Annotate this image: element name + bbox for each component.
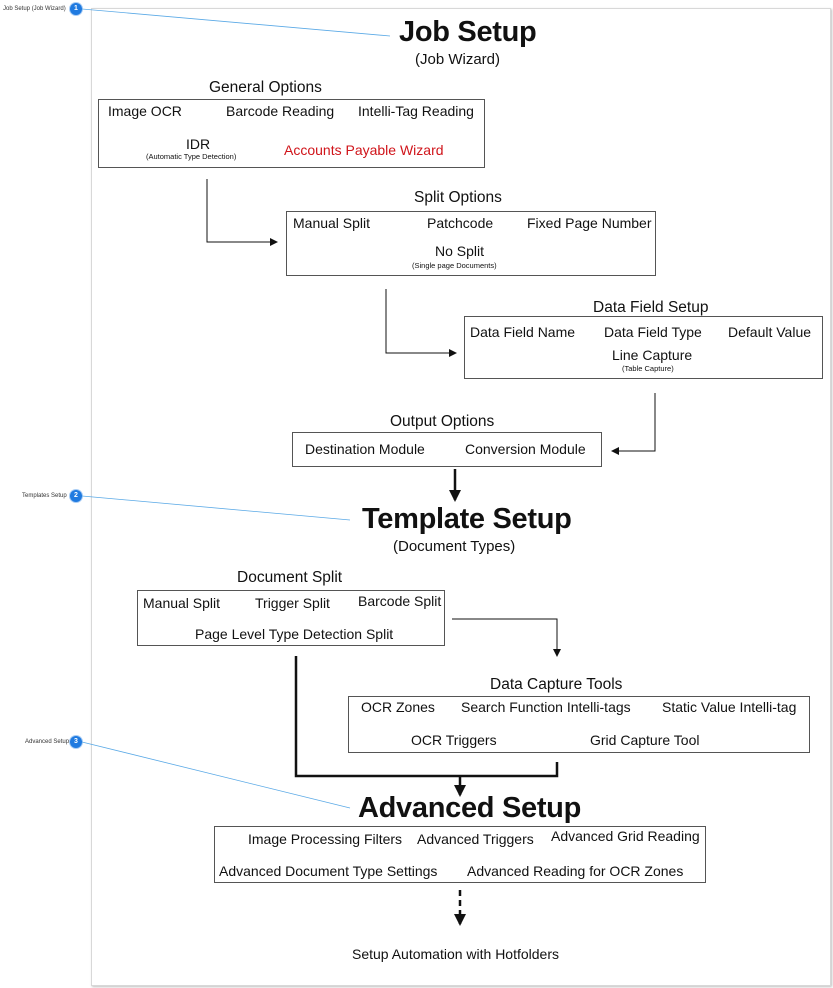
- callout-1-text: Job Setup (Job Wizard): [3, 6, 66, 12]
- datafield-name: Data Field Name: [470, 324, 576, 340]
- template-setup-subtitle: (Document Types): [393, 538, 516, 555]
- document-split-label: Document Split: [237, 569, 343, 586]
- capture-grid-tool: Grid Capture Tool: [590, 732, 700, 748]
- callout-2-text: Templates Setup: [22, 493, 67, 499]
- output-destination-module: Destination Module: [305, 441, 425, 457]
- callout-1-leader: [81, 8, 391, 37]
- capture-ocr-triggers: OCR Triggers: [411, 732, 497, 748]
- data-capture-tools-label: Data Capture Tools: [490, 676, 623, 693]
- arrow-general-to-split: [206, 179, 278, 246]
- docsplit-manual-split: Manual Split: [143, 595, 221, 611]
- general-intelli-tag-reading: Intelli-Tag Reading: [358, 103, 474, 119]
- output-options-label: Output Options: [390, 413, 495, 430]
- capture-search-function: Search Function Intelli-tags: [461, 699, 631, 715]
- general-idr: IDR: [186, 136, 211, 152]
- job-setup-title: Job Setup: [399, 16, 537, 48]
- template-setup-title: Template Setup: [362, 503, 572, 535]
- split-no-split: No Split: [435, 243, 485, 259]
- arrow-split-to-datafield: [385, 289, 457, 357]
- advanced-image-processing: Image Processing Filters: [248, 831, 403, 847]
- general-barcode-reading: Barcode Reading: [226, 103, 335, 119]
- callout-2-leader: [81, 495, 351, 521]
- callout-2-badge[interactable]: 2: [70, 490, 82, 502]
- callout-3-text: Advanced Setup: [25, 739, 70, 745]
- output-conversion-module: Conversion Module: [465, 441, 586, 457]
- callout-1-badge[interactable]: 1: [70, 3, 82, 15]
- split-manual-split: Manual Split: [293, 215, 371, 231]
- datafield-default-value: Default Value: [728, 324, 812, 340]
- document-split-box: [137, 590, 445, 646]
- split-options-box: [286, 211, 656, 276]
- callout-3-leader: [81, 741, 351, 809]
- arrow-datafield-to-output: [611, 393, 656, 455]
- general-image-ocr: Image OCR: [108, 103, 182, 119]
- data-field-setup-label: Data Field Setup: [593, 299, 709, 316]
- capture-static-value: Static Value Intelli-tag: [662, 699, 797, 715]
- advanced-setup-box: [214, 826, 706, 883]
- general-idr-note: (Automatic Type Detection): [146, 152, 237, 161]
- hotfolders-text: Setup Automation with Hotfolders: [352, 946, 560, 962]
- job-setup-subtitle: (Job Wizard): [415, 51, 501, 68]
- split-no-split-note: (Single page Documents): [412, 261, 497, 270]
- advanced-setup-title: Advanced Setup: [358, 792, 582, 824]
- datafield-type: Data Field Type: [604, 324, 702, 340]
- data-field-setup-box: [464, 316, 823, 379]
- advanced-grid-reading: Advanced Grid Reading: [551, 828, 700, 844]
- docsplit-trigger-split: Trigger Split: [255, 595, 330, 611]
- datafield-line-capture: Line Capture: [612, 347, 693, 363]
- general-options-label: General Options: [209, 79, 322, 96]
- advanced-triggers: Advanced Triggers: [417, 831, 534, 847]
- datafield-line-capture-note: (Table Capture): [622, 364, 674, 373]
- callout-3-badge[interactable]: 3: [70, 736, 82, 748]
- docsplit-barcode-split: Barcode Split: [358, 593, 442, 609]
- general-ap-wizard[interactable]: Accounts Payable Wizard: [284, 142, 444, 158]
- arrow-merge-left: [294, 656, 559, 778]
- split-fixed-page-number: Fixed Page Number: [527, 215, 652, 231]
- split-options-label: Split Options: [414, 189, 502, 206]
- arrow-docsplit-to-datacapture: [452, 618, 561, 657]
- output-options-box: [292, 432, 602, 467]
- capture-ocr-zones: OCR Zones: [361, 699, 435, 715]
- split-patchcode: Patchcode: [427, 215, 494, 231]
- docsplit-page-level: Page Level Type Detection Split: [195, 626, 394, 642]
- general-options-box: [98, 99, 485, 168]
- advanced-reading-ocr-zones: Advanced Reading for OCR Zones: [467, 863, 684, 879]
- data-capture-tools-box: [348, 696, 810, 753]
- advanced-doc-type-settings: Advanced Document Type Settings: [219, 863, 438, 879]
